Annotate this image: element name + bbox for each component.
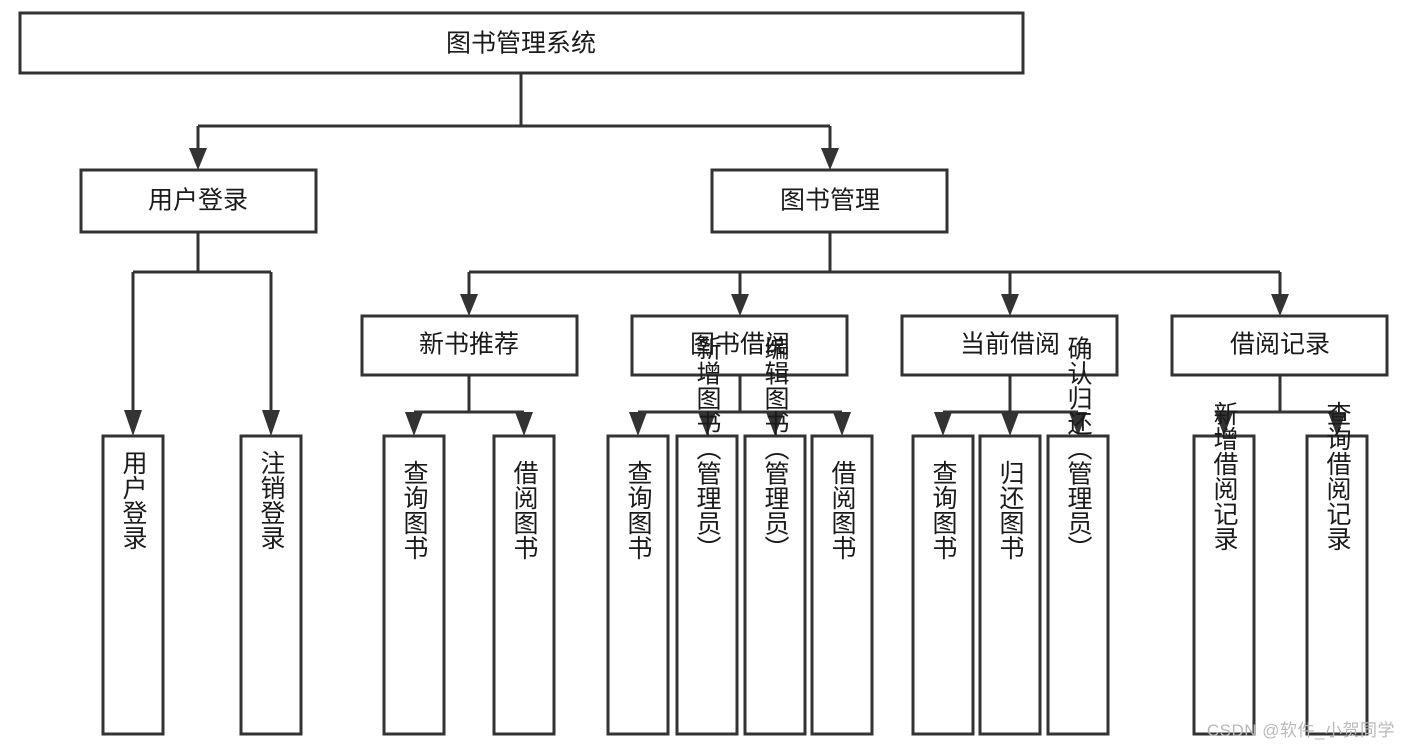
arrowhead-leaf-query-book-1 <box>405 412 423 436</box>
arrowhead-leaf-return-book <box>1001 412 1019 436</box>
arrowhead-book-borrow <box>731 294 749 316</box>
leaf-query-record-label: 查询借阅记录 <box>1323 401 1352 551</box>
leaf-add-book-box[interactable] <box>675 434 739 736</box>
leaf-query-book-3[interactable]: 查询图书 <box>911 434 975 736</box>
arrowhead-new-book-recommend <box>460 294 478 316</box>
leaf-edit-book-label: 编辑图书（管理员） <box>761 336 790 561</box>
leaf-user-login-box[interactable] <box>101 434 165 736</box>
leaf-confirm-return[interactable]: 确认归还（管理员） <box>1046 336 1110 736</box>
leaf-add-record-label: 新增借阅记录 <box>1210 401 1239 551</box>
node-user-login-label: 用户登录 <box>148 187 248 215</box>
node-current-borrow-box[interactable] <box>900 314 1119 377</box>
leaf-query-record[interactable]: 查询借阅记录 <box>1305 401 1369 736</box>
leaf-query-book-1-label: 查询图书 <box>400 460 429 560</box>
leaf-edit-book[interactable]: 编辑图书（管理员） <box>743 336 807 736</box>
arrowhead-leaf-add-record <box>1215 412 1233 436</box>
arrowhead-current-borrow <box>1001 294 1019 316</box>
node-borrow-record-box[interactable] <box>1170 314 1389 377</box>
leaf-add-record-box[interactable] <box>1192 434 1256 736</box>
leaf-borrow-book-2-label: 借阅图书 <box>828 460 857 560</box>
node-root-label: 图书管理系统 <box>446 30 596 58</box>
leaf-borrow-book-1-label: 借阅图书 <box>510 460 539 560</box>
leaf-borrow-book-2-box[interactable] <box>810 434 874 736</box>
leaf-user-login-label: 用户登录 <box>119 450 148 550</box>
leaf-confirm-return-label: 确认归还（管理员） <box>1064 336 1093 561</box>
node-current-borrow-label: 当前借阅 <box>960 331 1060 359</box>
node-borrow-record-label: 借阅记录 <box>1230 331 1330 359</box>
leaf-query-book-3-label: 查询图书 <box>929 460 958 560</box>
arrowhead-user-login <box>189 148 207 170</box>
node-book-manage[interactable]: 图书管理 <box>710 168 949 234</box>
leaf-query-book-2-label: 查询图书 <box>624 460 653 560</box>
node-borrow-record[interactable]: 借阅记录 <box>1170 314 1389 377</box>
leaf-return-book[interactable]: 归还图书 <box>978 434 1042 736</box>
node-book-borrow[interactable]: 图书借阅 <box>630 314 849 377</box>
arrowhead-leaf-query-book-3 <box>934 412 952 436</box>
arrowhead-leaf-confirm-return <box>1069 412 1087 436</box>
arrowhead-leaf-user-login <box>124 410 142 436</box>
node-book-manage-box[interactable] <box>710 168 949 234</box>
leaf-user-login[interactable]: 用户登录 <box>101 434 165 736</box>
arrowhead-leaf-user-logout <box>262 410 280 436</box>
arrowhead-book-manage <box>821 148 839 170</box>
leaf-query-book-1-box[interactable] <box>382 434 446 736</box>
leaf-add-record[interactable]: 新增借阅记录 <box>1192 401 1256 736</box>
connector-layer <box>124 73 1346 436</box>
leaf-edit-book-box[interactable] <box>743 434 807 736</box>
node-user-login[interactable]: 用户登录 <box>79 168 318 234</box>
leaf-query-book-1[interactable]: 查询图书 <box>382 434 446 736</box>
leaf-borrow-book-2[interactable]: 借阅图书 <box>810 434 874 736</box>
node-book-borrow-label: 图书借阅 <box>690 331 790 359</box>
arrowhead-leaf-edit-book <box>766 412 784 436</box>
arrowhead-borrow-record <box>1271 294 1289 316</box>
leaf-borrow-book-1-box[interactable] <box>492 434 556 736</box>
arrowhead-leaf-query-record <box>1328 412 1346 436</box>
leaf-user-logout-label: 注销登录 <box>257 450 286 550</box>
leaf-borrow-book-1[interactable]: 借阅图书 <box>492 434 556 736</box>
leaf-query-book-3-box[interactable] <box>911 434 975 736</box>
node-new-book-recommend-box[interactable] <box>360 314 579 377</box>
leaf-add-book[interactable]: 新增图书（管理员） <box>675 336 739 736</box>
arrowhead-leaf-borrow-book-2 <box>833 412 851 436</box>
node-book-borrow-box[interactable] <box>630 314 849 377</box>
leaf-query-book-2[interactable]: 查询图书 <box>606 434 670 736</box>
node-new-book-recommend-label: 新书推荐 <box>419 331 519 359</box>
node-book-manage-label: 图书管理 <box>780 187 880 215</box>
leaf-confirm-return-box[interactable] <box>1046 434 1110 736</box>
leaf-query-record-box[interactable] <box>1305 434 1369 736</box>
leaf-user-logout[interactable]: 注销登录 <box>239 434 303 736</box>
leaf-user-logout-box[interactable] <box>239 434 303 736</box>
node-root-box[interactable] <box>18 11 1025 75</box>
arrowhead-leaf-borrow-book-1 <box>515 412 533 436</box>
leaf-add-book-label: 新增图书（管理员） <box>693 336 722 561</box>
leaf-return-book-label: 归还图书 <box>996 460 1025 560</box>
node-current-borrow[interactable]: 当前借阅 <box>900 314 1119 377</box>
node-user-login-box[interactable] <box>79 168 318 234</box>
leaf-query-book-2-box[interactable] <box>606 434 670 736</box>
node-root[interactable]: 图书管理系统 <box>18 11 1025 75</box>
watermark-text: CSDN @软件_小贺同学 <box>1206 721 1395 740</box>
node-new-book-recommend[interactable]: 新书推荐 <box>360 314 579 377</box>
arrowhead-leaf-add-book <box>698 412 716 436</box>
arrowhead-leaf-query-book-2 <box>629 412 647 436</box>
leaf-return-book-box[interactable] <box>978 434 1042 736</box>
